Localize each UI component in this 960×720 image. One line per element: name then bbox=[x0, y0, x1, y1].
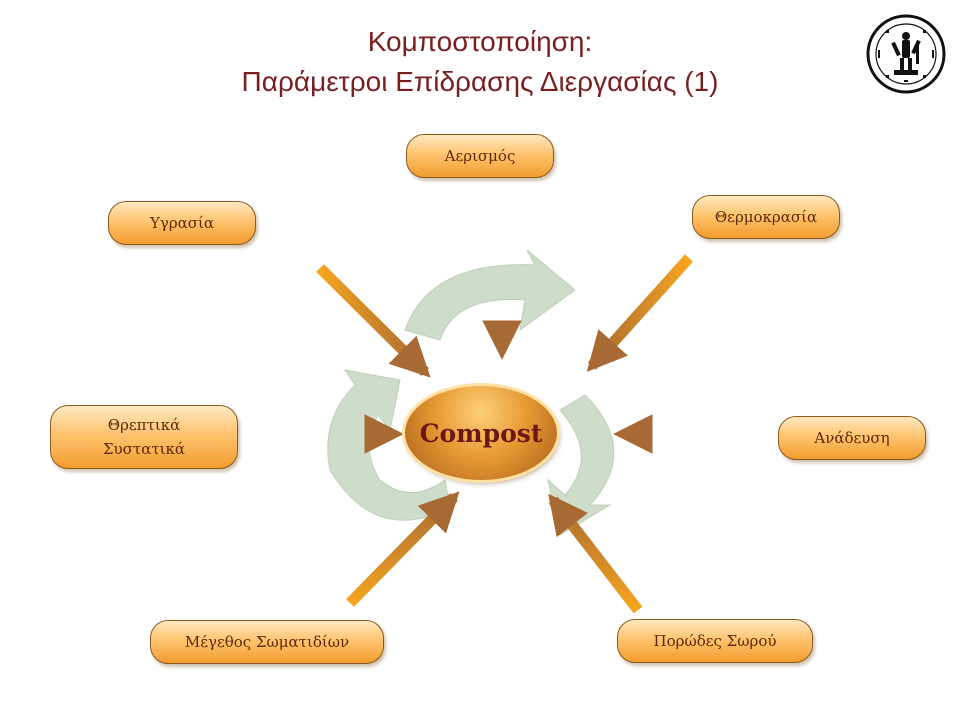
factor-aeration: Αερισμός bbox=[406, 134, 554, 178]
recycle-cycle-icon bbox=[327, 249, 615, 536]
title-line-1: Κομποστοποίηση: bbox=[367, 26, 593, 57]
factor-particle-size-label: Μέγεθος Σωματιδίων bbox=[184, 633, 350, 651]
factor-nutrients-line-1: Θρεπτικά bbox=[107, 416, 181, 434]
arrow-particle-size bbox=[346, 491, 460, 607]
factor-moisture-label: Υγρασία bbox=[149, 214, 215, 232]
arrow-temperature bbox=[586, 254, 694, 372]
factor-turning: Ανάδευση bbox=[778, 416, 926, 460]
factor-temperature-label: Θερμοκρασία bbox=[714, 208, 818, 226]
university-seal-icon bbox=[866, 14, 946, 94]
factor-temperature: Θερμοκρασία bbox=[692, 195, 840, 239]
slide-title: Κομποστοποίηση: Παράμετροι Επίδρασης Διε… bbox=[200, 22, 760, 102]
cycle-arrow-top bbox=[404, 249, 576, 341]
factor-nutrients-line-2: Συστατικά bbox=[102, 440, 186, 458]
factor-turning-label: Ανάδευση bbox=[814, 429, 890, 447]
factor-aeration-label: Αερισμός bbox=[444, 147, 516, 165]
cycle-arrow-left bbox=[327, 369, 451, 521]
arrow-porosity bbox=[548, 493, 643, 614]
factor-moisture: Υγρασία bbox=[108, 201, 256, 245]
factor-porosity-label: Πορώδες Σωρού bbox=[653, 632, 777, 650]
factor-nutrients: Θρεπτικά Συστατικά bbox=[50, 405, 238, 469]
factor-porosity: Πορώδες Σωρού bbox=[617, 619, 813, 663]
compost-center: Compost bbox=[405, 386, 557, 480]
compost-label: Compost bbox=[419, 418, 543, 448]
arrow-moisture bbox=[316, 264, 431, 378]
title-line-2: Παράμετροι Επίδρασης Διεργασίας (1) bbox=[241, 66, 719, 97]
factor-particle-size: Μέγεθος Σωματιδίων bbox=[150, 620, 384, 664]
